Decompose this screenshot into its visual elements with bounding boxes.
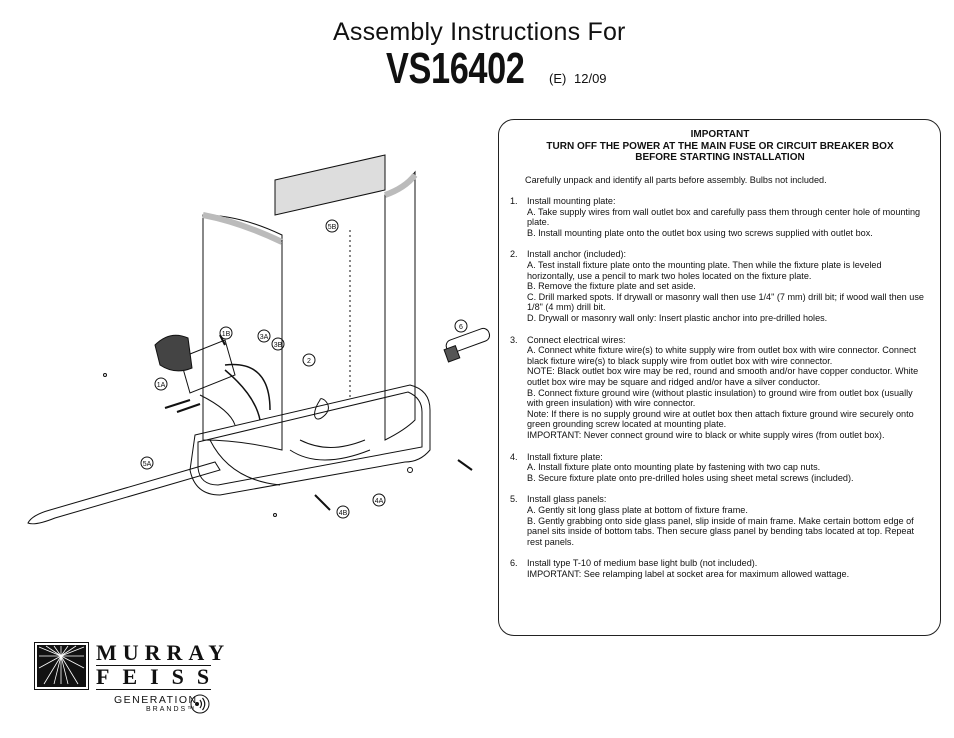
top-glass-panel [274,154,386,216]
label-4b: 4B [339,510,348,517]
warning-line: TURN OFF THE POWER AT THE MAIN FUSE OR C… [546,140,894,152]
label-3b: 3B [274,342,283,349]
step-line: Note: If there is no supply ground wire … [527,408,914,430]
step-6: 6. Install type T-10 of medium base light… [510,558,930,579]
step-5: 5. Install glass panels: A. Gently sit lo… [510,494,930,547]
logo-word-feiss: FEISS [96,664,223,689]
brands-text: BRANDS™ [146,706,197,713]
step-4: 4. Install fixture plate: A. Install fixt… [510,452,930,484]
step-title: Install type T-10 of medium base light b… [527,558,758,569]
model-number: VS16402 [386,44,525,93]
step-line: IMPORTANT: Never connect ground wire to … [527,429,885,440]
logo-word-murray: MURRAY [96,640,231,665]
important-warning: IMPORTANT TURN OFF THE POWER AT THE MAIN… [510,129,930,164]
step-3: 3. Connect electrical wires: A. Connect w… [510,335,930,441]
step-line: B. Secure fixture plate onto pre-drilled… [527,472,854,483]
step-line: A. Gently sit long glass plate at bottom… [527,504,748,515]
generation-brands-icon [190,694,210,714]
instructions-box [498,119,941,636]
bottom-glass-panel [27,461,221,525]
document-title: Assembly Instructions For [333,18,626,46]
step-line: A. Install fixture plate onto mounting p… [527,462,821,473]
step-number: 2. [510,249,518,260]
label-1a: 1A [157,382,166,389]
murray-feiss-logo: MURRAY FEISS GENERATION BRANDS™ [34,640,224,722]
assembly-diagram: 5B 1B 3A 3B 2 6 1A 5A 4A 4B [27,154,491,525]
step-line: B. Remove the fixture plate and set asid… [527,281,696,292]
label-6: 6 [459,324,463,331]
warning-line: BEFORE STARTING INSTALLATION [635,152,805,163]
step-number: 6. [510,558,518,569]
left-side-glass-panel [202,214,283,451]
label-3a: 3A [260,334,269,341]
step-2: 2. Install anchor (included): A. Test ins… [510,249,930,323]
step-line: D. Drywall or masonry wall only: Insert … [527,313,828,324]
logo-divider [96,689,211,690]
important-heading: IMPORTANT [690,129,750,140]
logo-divider [96,665,211,666]
label-2: 2 [307,358,311,365]
instructions-content: IMPORTANT TURN OFF THE POWER AT THE MAIN… [510,129,930,580]
step-number: 3. [510,334,518,345]
step-title: Install glass panels: [527,494,607,505]
step-number: 4. [510,451,518,462]
step-line: IMPORTANT: See relamping label at socket… [527,568,850,579]
step-line: C. Drill marked spots. If drywall or mas… [527,291,924,313]
step-title: Install mounting plate: [527,196,616,207]
step-line: B. Install mounting plate onto the outle… [527,227,873,238]
generation-text: GENERATION [114,694,198,706]
step-title: Install fixture plate: [527,451,603,462]
step-line: A. Connect white fixture wire(s) to whit… [527,345,917,366]
label-5a: 5A [143,461,152,468]
step-line: A. Test install fixture plate onto the m… [527,260,882,281]
label-4a: 4A [375,498,384,505]
step-title: Install anchor (included): [527,249,627,260]
revision-date: 12/09 [574,71,607,86]
step-line: A. Take supply wires from wall outlet bo… [527,206,921,228]
mounting-plate [179,339,236,394]
step-line: B. Connect fixture ground wire (without … [527,387,913,409]
label-5b: 5B [328,224,337,231]
step-line: NOTE: Black outlet box wire may be red, … [527,366,919,387]
step-number: 1. [510,196,518,207]
step-title: Connect electrical wires: [527,334,626,345]
step-line: B. Gently grabbing onto side glass panel… [527,515,915,547]
right-side-glass-panel [384,170,416,441]
intro-text: Carefully unpack and identify all parts … [525,174,827,185]
step-number: 5. [510,494,518,505]
step-1: 1. Install mounting plate: A. Take supply… [510,196,930,238]
socket [154,334,193,372]
sunburst-logo-icon [34,642,89,690]
revision-code: (E) [549,71,567,86]
label-1b: 1B [222,331,231,338]
fixture-frame [189,384,431,496]
